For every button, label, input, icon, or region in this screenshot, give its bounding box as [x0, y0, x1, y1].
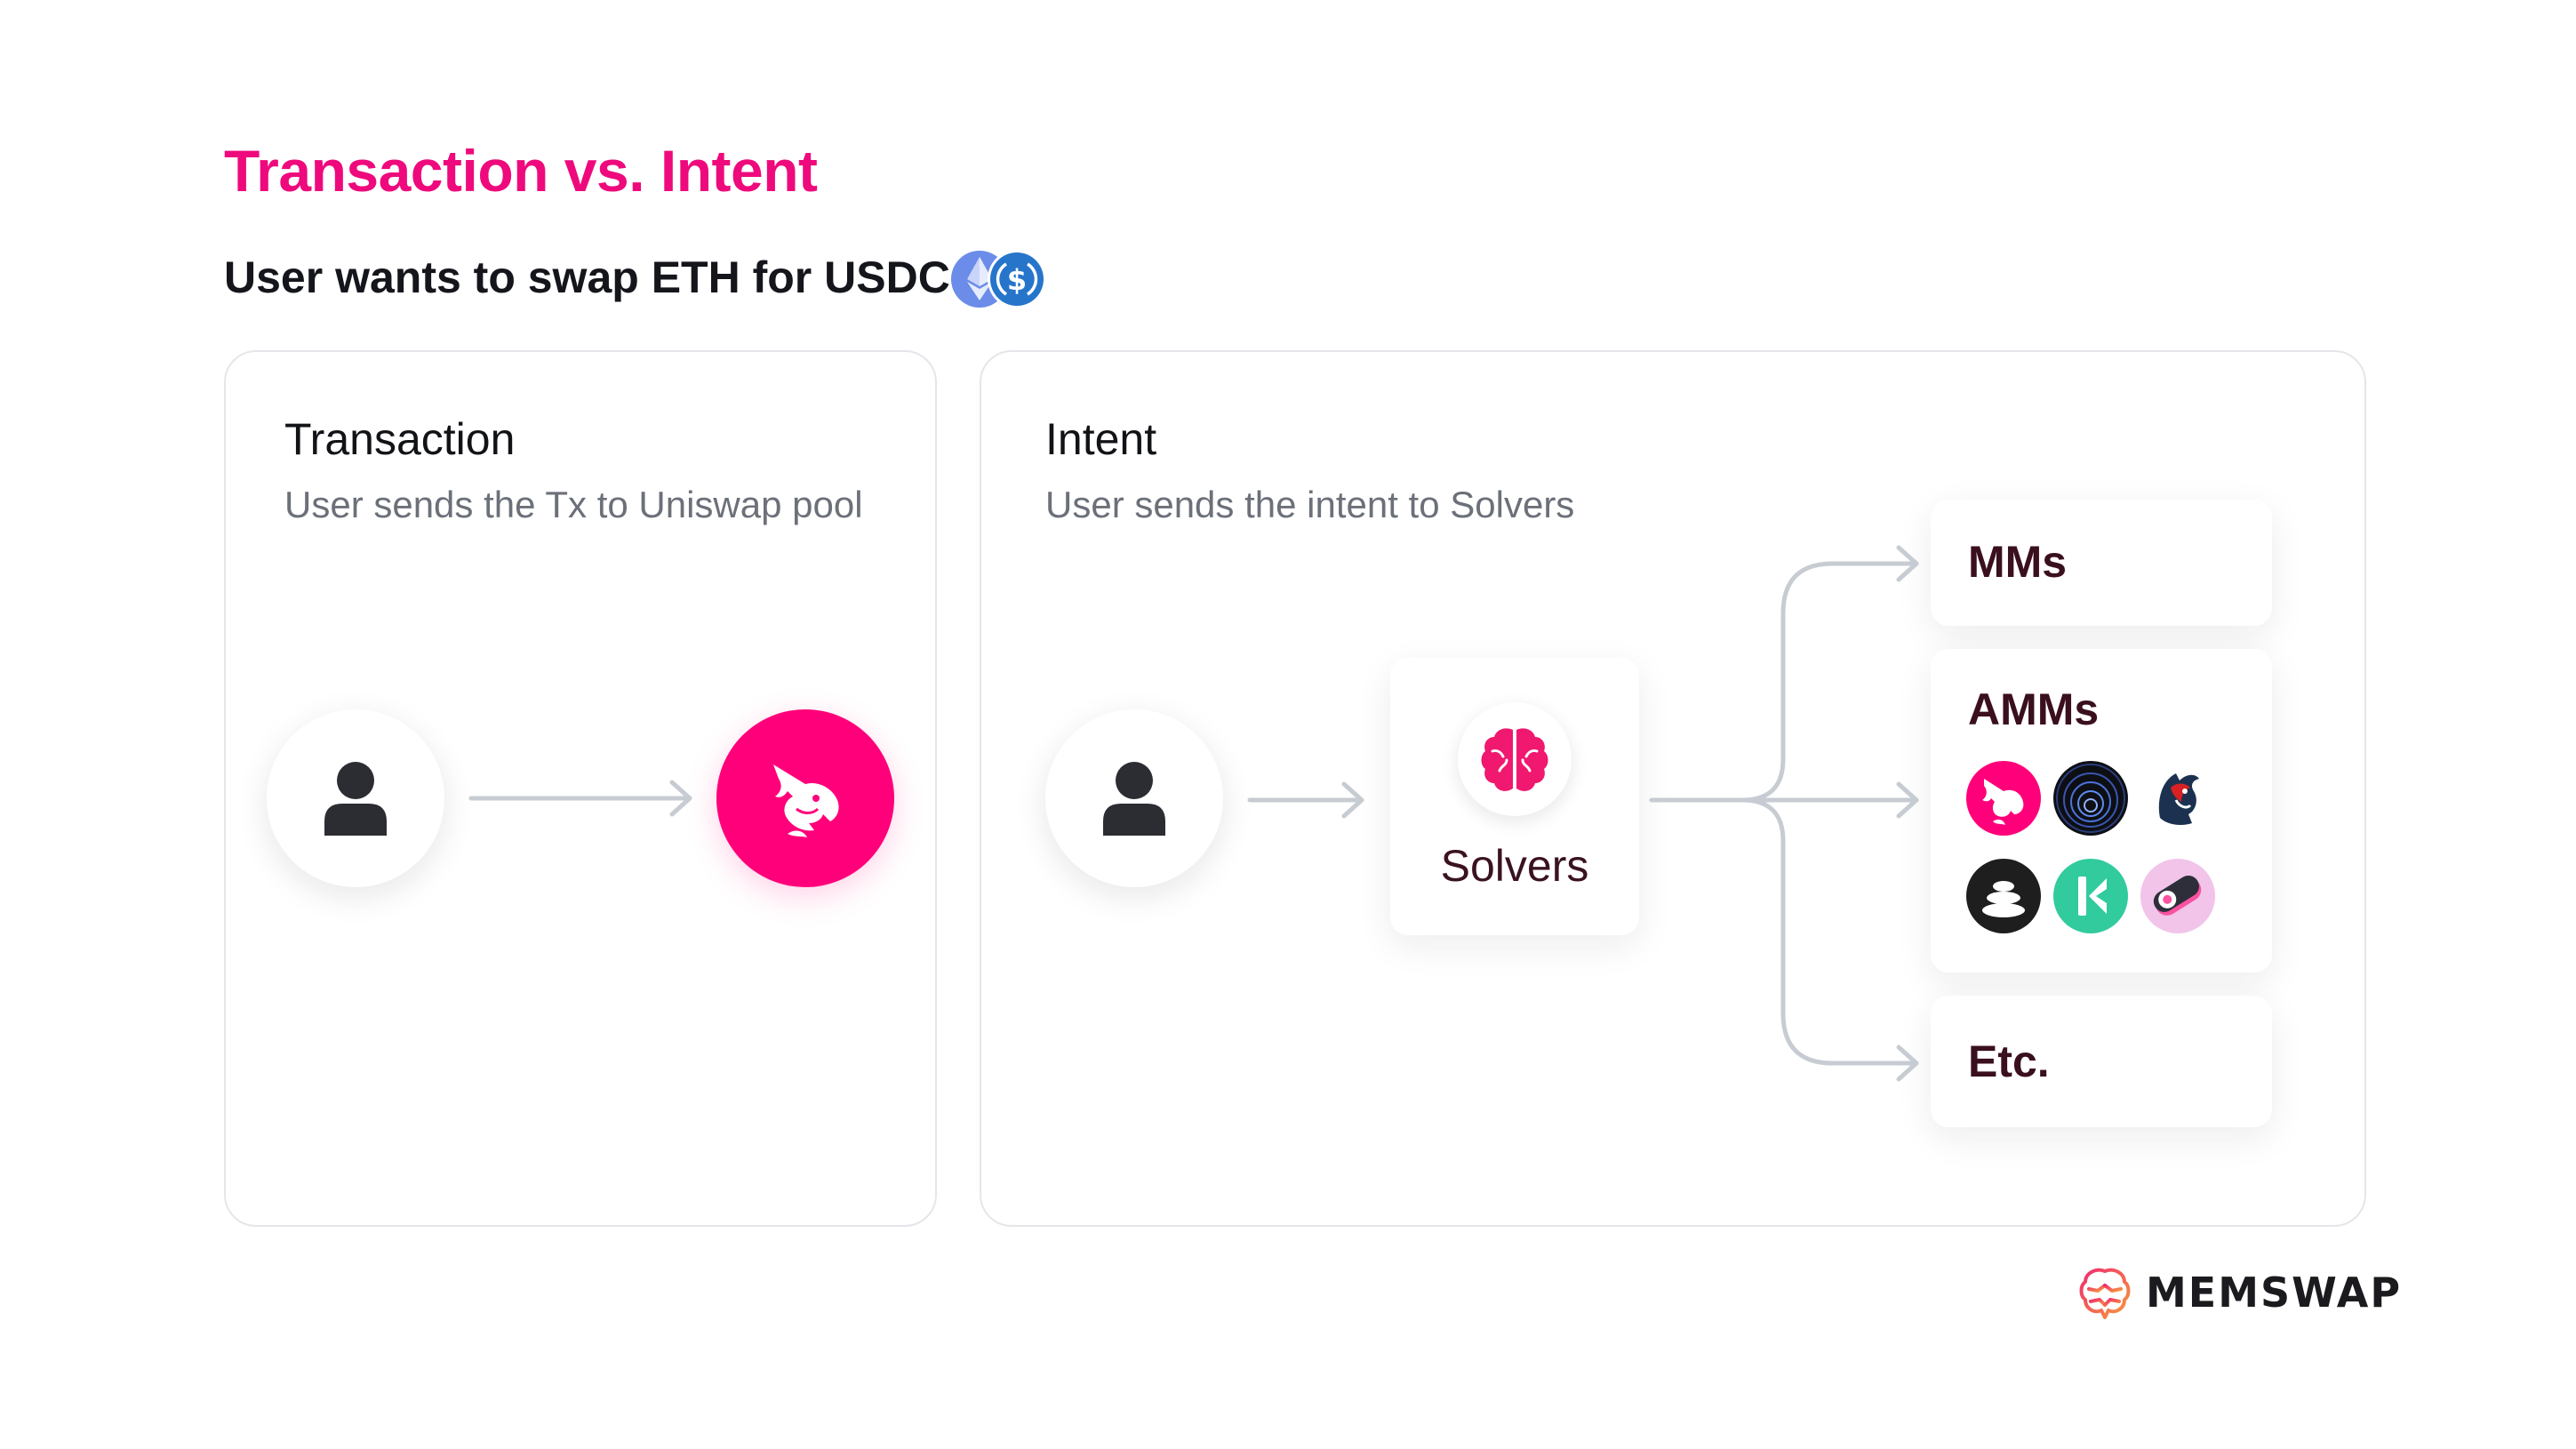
brain-icon	[1481, 728, 1548, 791]
memswap-logo: MEMSWAP	[2076, 1264, 2400, 1321]
destination-card-mms: MMs	[1931, 500, 2272, 626]
user-icon	[324, 762, 387, 836]
brand-name: MEMSWAP	[2146, 1269, 2403, 1317]
user-node-intent	[1045, 709, 1223, 887]
solvers-label: Solvers	[1440, 841, 1589, 891]
uniswap-unicorn-icon	[773, 765, 839, 837]
destination-card-amms: AMMs	[1931, 649, 2272, 973]
arrow-solvers-to-etc	[1740, 797, 1919, 1066]
kyber-icon	[2053, 859, 2128, 933]
uniswap-icon	[1966, 761, 2041, 836]
usdc-icon: $	[988, 250, 1046, 308]
user-node-transaction	[267, 709, 444, 887]
svg-text:$: $	[1007, 263, 1027, 297]
1inch-icon	[2140, 761, 2215, 836]
arrow-head-etc	[1896, 1045, 1919, 1082]
curve-icon	[2053, 761, 2128, 836]
token-pair: $	[951, 249, 1049, 309]
arrow-head-uniswap	[669, 780, 692, 817]
arrow-solvers-to-mms	[1740, 561, 1919, 803]
page-subtitle: User wants to swap ETH for USDC	[224, 252, 950, 302]
brain-icon-container	[1458, 702, 1572, 816]
transaction-description: User sends the Tx to Uniswap pool	[284, 484, 863, 525]
intent-description: User sends the intent to Solvers	[1045, 484, 1575, 525]
arrow-head-solvers	[1341, 781, 1364, 819]
intent-heading: Intent	[1045, 414, 1157, 464]
destination-label-etc: Etc.	[1968, 1037, 2050, 1086]
arrow-head-mms	[1896, 545, 1919, 582]
destination-label-amms: AMMs	[1968, 684, 2100, 734]
user-icon	[1103, 762, 1165, 836]
destination-label-mms: MMs	[1968, 537, 2068, 587]
destination-card-etc: Etc.	[1931, 996, 2272, 1127]
uniswap-node	[716, 709, 894, 887]
sushi-icon	[2140, 859, 2215, 933]
arrow-head-amms	[1896, 781, 1919, 819]
page-title: Transaction vs. Intent	[224, 138, 818, 204]
memswap-brain-icon	[2079, 1268, 2131, 1319]
transaction-heading: Transaction	[284, 414, 516, 464]
balancer-icon	[1966, 859, 2041, 933]
solvers-card: Solvers	[1390, 658, 1639, 935]
